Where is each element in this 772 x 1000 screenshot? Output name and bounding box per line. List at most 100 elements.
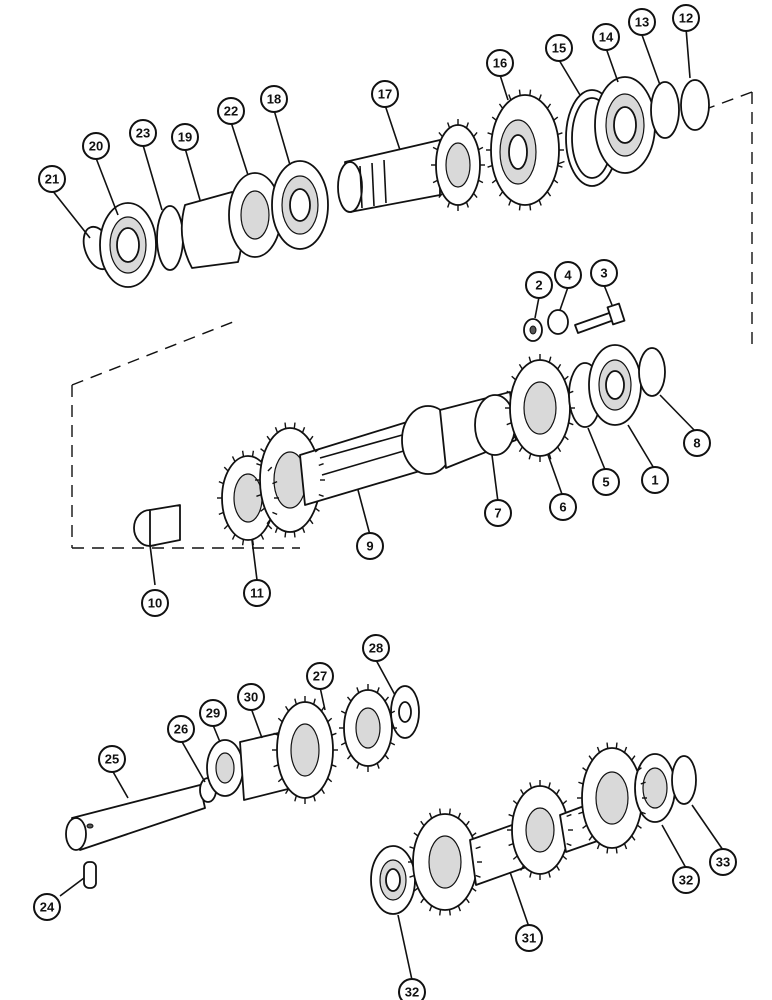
gear-31-c-tooth (615, 847, 618, 854)
callout-11: 11 (243, 579, 271, 607)
snap-ring-12 (680, 79, 710, 131)
bolt-3 (574, 311, 615, 334)
callout-label: 1 (651, 473, 658, 488)
cluster-gear-27b-tooth (346, 696, 352, 702)
gear-16-tooth (546, 191, 552, 197)
callout-label: 22 (224, 104, 238, 119)
gear-16-tooth (498, 191, 504, 197)
gear-16-tooth (553, 116, 559, 121)
callout-28: 28 (362, 634, 390, 662)
gear-31-a-tooth (475, 874, 481, 878)
gear-6-tooth (518, 446, 523, 453)
cluster-gear-27-tooth (273, 764, 279, 768)
gear-31-a-tooth (465, 820, 470, 827)
shaft-17-gear-tooth (438, 132, 443, 138)
cluster-gear-27-tooth (320, 705, 325, 712)
callout-label: 6 (559, 500, 566, 515)
callout-14: 14 (592, 23, 620, 51)
gear-16-tooth (546, 103, 552, 109)
gear-31-a-tooth (475, 846, 481, 850)
callout-label: 26 (174, 722, 188, 737)
gear-31-a-tooth (420, 897, 425, 904)
gear-16-tooth (538, 94, 542, 101)
gear-31-a-tooth (439, 909, 442, 916)
large-gear-tooth (266, 435, 271, 442)
gear-16-tooth (518, 204, 521, 211)
callout-23: 23 (129, 119, 157, 147)
shaft-17-splines (359, 159, 387, 209)
cluster-gear-27b-tooth (384, 754, 390, 760)
callout-25: 25 (98, 745, 126, 773)
gear-31-c-tooth (596, 746, 601, 753)
gear-6-tooth (548, 453, 552, 460)
gear-31-c-tooth (606, 742, 609, 749)
large-gear-tooth (314, 507, 320, 512)
snap-ring-33 (671, 755, 697, 805)
callout-21: 21 (38, 165, 66, 193)
callout-label: 24 (40, 900, 55, 915)
gear-11-tooth (251, 450, 255, 457)
shaft-section-7 (474, 394, 516, 456)
cluster-gear-27-tooth (294, 698, 298, 705)
gear-31-a-tooth (471, 887, 477, 892)
shaft-17-gear-tooth (465, 122, 469, 129)
gear-31-a-tooth (413, 832, 419, 837)
callout-label: 30 (244, 690, 258, 705)
gear-11-tooth (251, 539, 255, 546)
gear-31-c-tooth (623, 843, 628, 850)
cluster-gear-27-tooth (331, 732, 337, 736)
gear-31-a-tooth (471, 832, 477, 837)
callout-19: 19 (171, 123, 199, 151)
callout-7: 7 (484, 499, 512, 527)
callout-1: 1 (641, 466, 669, 494)
callout-label: 29 (206, 706, 220, 721)
gear-16-tooth (491, 116, 497, 121)
callout-32: 32 (672, 866, 700, 894)
callout-label: 11 (250, 586, 264, 601)
shaft-17-gear-tooth (465, 201, 469, 208)
cluster-gear-27b-tooth (356, 762, 360, 769)
large-gear-tooth (293, 422, 296, 429)
callout-label: 12 (679, 11, 693, 26)
callout-label: 32 (405, 985, 419, 1000)
large-gear-tooth (309, 518, 314, 525)
callout-label: 10 (148, 596, 162, 611)
callout-label: 15 (552, 41, 566, 56)
callout-label: 7 (494, 506, 501, 521)
cluster-gear-27b-tooth (356, 687, 360, 694)
shaft-17-gear-tooth (478, 146, 484, 151)
cluster-gear-27-tooth (285, 788, 290, 795)
shaft-17-gear-tooth (447, 122, 451, 129)
callout-label: 28 (369, 641, 383, 656)
gear-6-tooth (511, 375, 517, 381)
callout-label: 8 (693, 436, 700, 451)
gear-11-tooth (231, 534, 236, 540)
cluster-gear-27-tooth (277, 777, 283, 783)
gear-31-b-tooth (562, 855, 568, 860)
callout-label: 25 (105, 752, 119, 767)
callout-label: 33 (716, 855, 730, 870)
gear-31-b-tooth (512, 800, 518, 805)
cluster-gear-27-tooth (312, 795, 316, 802)
gear-31-c-tooth (588, 755, 593, 761)
gear-31-b-tooth (520, 865, 525, 871)
callout-label: 13 (635, 15, 649, 30)
gear-11-tooth (241, 450, 245, 457)
gear-31-a-tooth (448, 808, 451, 815)
gear-6-tooth (511, 435, 517, 441)
gear-31-b-tooth (529, 871, 533, 878)
gear-31-c-tooth (578, 781, 584, 785)
large-gear-tooth (318, 462, 324, 467)
gear-31-c-tooth (582, 767, 588, 772)
gear-16-tooth (491, 179, 497, 184)
gear-31-a-tooth (420, 820, 425, 827)
gear-31-b-tooth (566, 842, 572, 847)
large-gear-tooth (284, 531, 287, 538)
gear-31-c-tooth (606, 847, 609, 854)
large-gear-tooth (301, 527, 306, 534)
gear-31-a-tooth (413, 887, 419, 892)
gear-31-c-tooth (631, 755, 636, 761)
gear-16-tooth (498, 103, 504, 109)
cluster-gear-27-tooth (285, 705, 290, 712)
gear-31-a-tooth (448, 909, 451, 916)
